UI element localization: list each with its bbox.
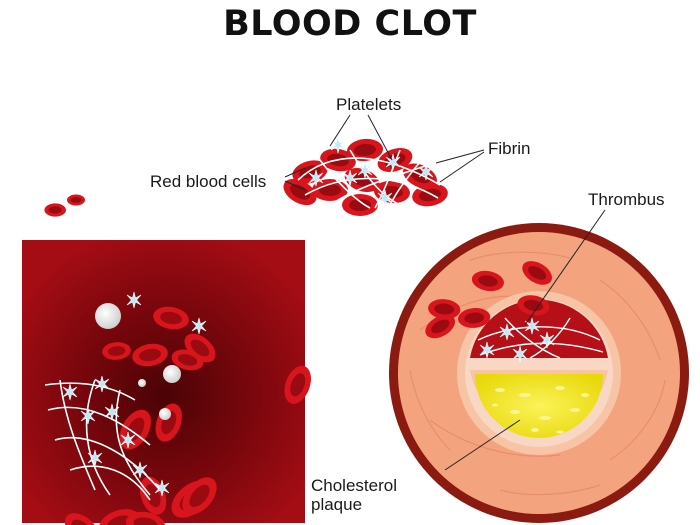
label-fibrin: Fibrin [488, 139, 531, 158]
vessel-cross-section [389, 223, 689, 523]
label-cholesterol-line1: Cholesterol [311, 476, 397, 495]
label-cholesterol-line2: plaque [311, 495, 363, 514]
diagram-title: BLOOD CLOT [223, 4, 477, 44]
blood-vessel-interior [22, 194, 316, 525]
label-platelets: Platelets [336, 95, 402, 114]
clot-cluster [278, 136, 450, 216]
leader-lines-top [284, 114, 485, 191]
label-red-blood-cells: Red blood cells [150, 172, 267, 191]
label-thrombus: Thrombus [588, 190, 665, 209]
label-cholesterol-plaque: Cholesterol plaque [311, 476, 397, 514]
leader-lines-right [444, 209, 606, 471]
